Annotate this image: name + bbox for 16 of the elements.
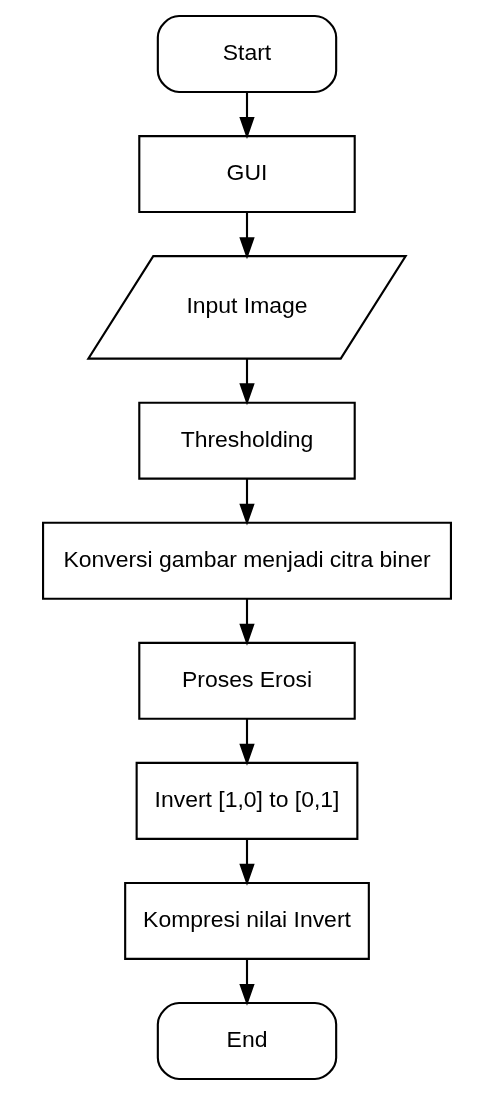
node-box: Proses Erosi (137, 641, 356, 720)
node-box: GUI (137, 135, 356, 214)
node-box: Thresholding (137, 401, 356, 480)
arrow (238, 212, 255, 260)
arrow (238, 478, 255, 526)
arrow (238, 838, 255, 886)
node-box: Invert [1,0] to [0,1] (135, 761, 358, 840)
node-box: Konversi gambar menjadi citra biner (41, 521, 452, 600)
arrow (238, 598, 255, 646)
node-box: Start (156, 14, 337, 93)
node-box: Kompresi nilai Invert (123, 881, 370, 960)
arrow (238, 718, 255, 766)
arrow (238, 92, 255, 139)
node-box: End (156, 1002, 337, 1081)
arrow (238, 958, 255, 1006)
arrow (238, 358, 255, 406)
